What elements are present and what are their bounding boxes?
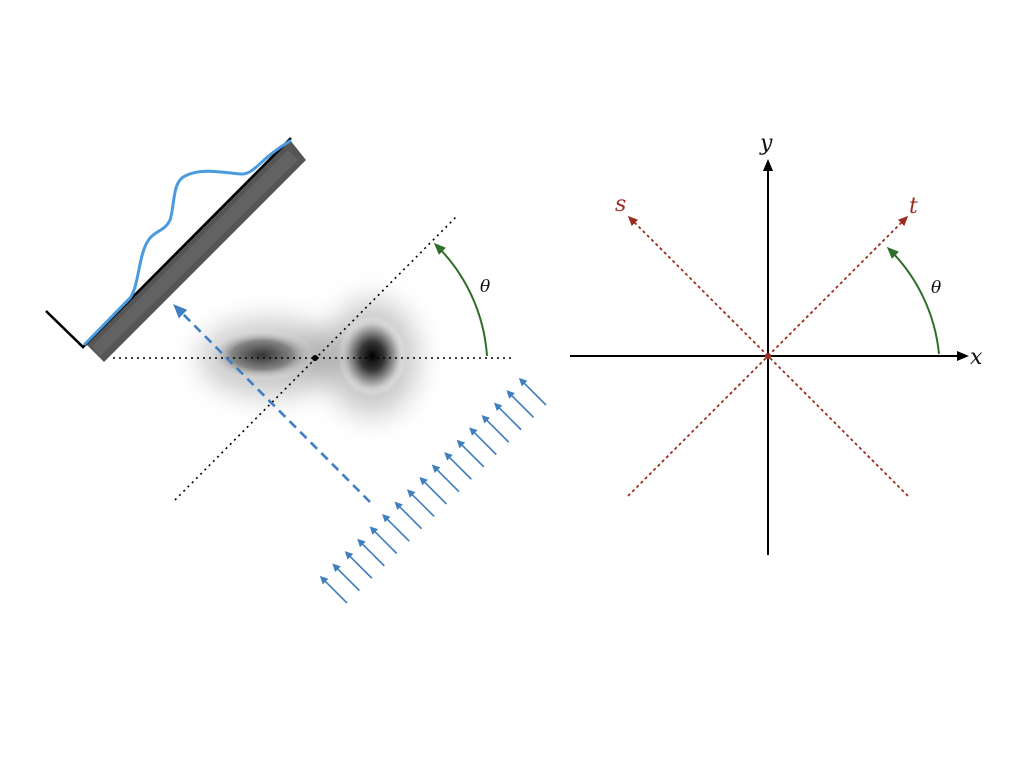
ray-arrow-icon: [518, 377, 547, 406]
rotation-center: [312, 355, 318, 361]
s-axis-label: s: [615, 192, 626, 217]
right-panel: x y t s θ: [570, 131, 983, 555]
projection-profile: [83, 139, 292, 346]
ray-arrow-icon: [456, 439, 485, 468]
t-axis-label: t: [909, 194, 918, 219]
x-axis-label: x: [970, 345, 983, 370]
ray-arrow-icon: [444, 452, 472, 480]
integration-line: [173, 304, 371, 503]
angle-label: θ: [480, 277, 490, 297]
object-density: [200, 300, 418, 416]
detector-baseline: [45, 137, 292, 349]
ray-arrow-icon: [332, 563, 361, 592]
y-axis-label: y: [759, 131, 773, 156]
origin-point: [765, 353, 771, 359]
ray-arrow-icon: [494, 402, 522, 431]
detector: [45, 137, 306, 362]
ray-arrow-icon: [382, 514, 410, 542]
ray-arrow-icon: [357, 538, 385, 567]
ray-arrow-icon: [406, 489, 435, 517]
ray-arrow-icon: [506, 390, 535, 418]
right-angle-arc: [886, 246, 940, 355]
ray-arrow-icon: [319, 575, 348, 604]
ray-arrow-icon: [469, 427, 497, 456]
right-angle-label: θ: [931, 278, 941, 298]
ray-arrow-icon: [369, 526, 398, 555]
angle-arc: [433, 242, 488, 357]
ray-arrow-icon: [394, 501, 423, 530]
ray-arrow-icon: [431, 464, 460, 493]
ray-arrow-icon: [419, 476, 448, 505]
incident-rays: [319, 377, 547, 604]
ray-arrow-icon: [481, 415, 510, 443]
ray-arrow-icon: [344, 551, 373, 579]
left-panel: θ: [45, 137, 547, 604]
